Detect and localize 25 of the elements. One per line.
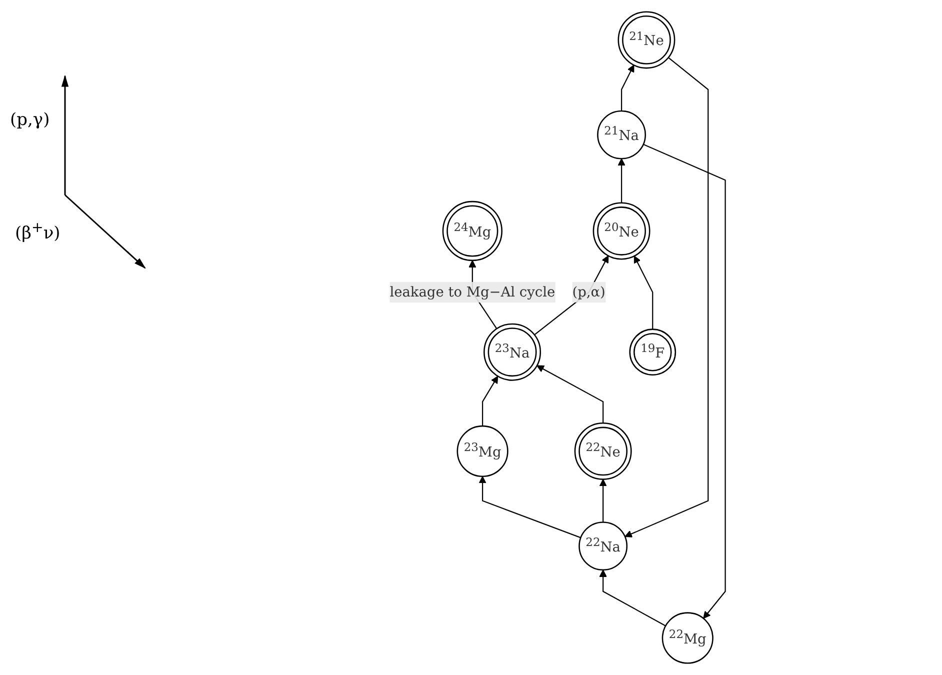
node-circle: $^{20}$Ne	[592, 202, 650, 260]
arrow	[599, 570, 666, 626]
arrow	[536, 365, 604, 424]
node-circle: $^{22}$Mg	[662, 612, 714, 664]
node-circle: $^{21}$Na	[597, 110, 646, 160]
node-circle: $^{22}$Na	[578, 522, 628, 571]
node-circle: $^{23}$Na	[484, 323, 542, 381]
node-circle: $^{19}$F	[629, 328, 676, 376]
edge-label: (p,α)	[572, 284, 606, 300]
arrow	[482, 376, 498, 426]
node-circle: $^{24}$Mg	[442, 200, 502, 262]
node-circle: $^{23}$Mg	[456, 425, 508, 478]
arrow	[624, 57, 709, 538]
node-circle: $^{22}$Ne	[574, 422, 632, 480]
arrow	[634, 256, 654, 330]
edge-label: leakage to Mg−Al cycle	[390, 284, 556, 300]
arrow	[534, 255, 609, 336]
arrow	[643, 144, 726, 619]
arrow	[478, 476, 581, 538]
arrow	[618, 158, 626, 203]
node-circle: $^{21}$Ne	[618, 11, 676, 69]
arrow	[620, 64, 634, 111]
arrow	[599, 478, 607, 522]
reaction-label: (p,γ)	[10, 110, 50, 130]
reaction-label: (β$^{+}$ν)	[15, 220, 60, 244]
